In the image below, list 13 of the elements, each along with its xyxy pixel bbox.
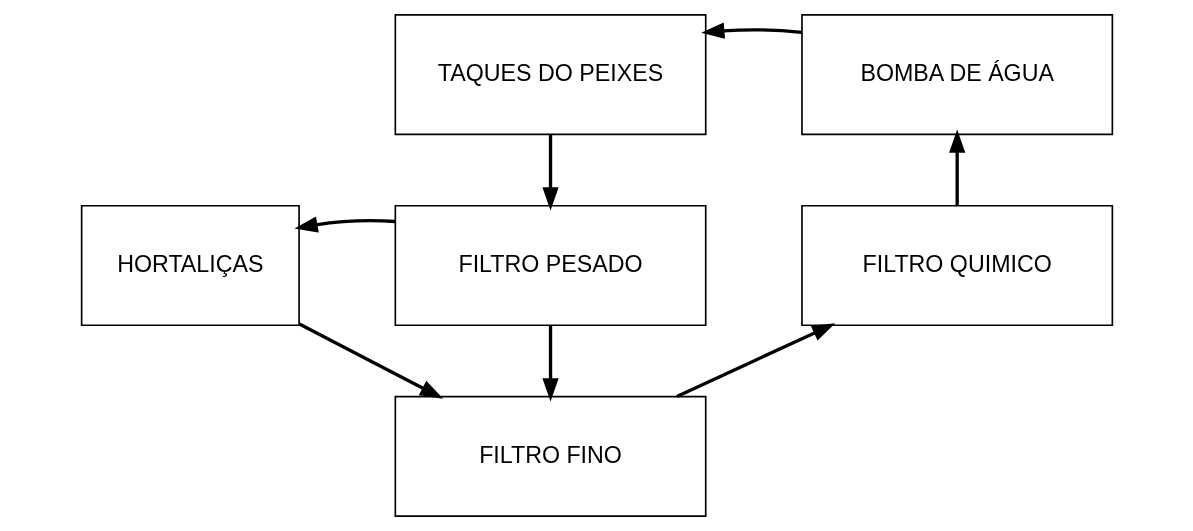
arrow	[700, 22, 802, 39]
arrow	[541, 325, 559, 402]
node-box: FILTRO FINO	[394, 395, 707, 517]
node-box: FILTRO QUIMICO	[800, 204, 1113, 327]
node-box: BOMBA DE ÁGUA	[800, 14, 1113, 136]
node-box: HORTALIÇAS	[80, 204, 300, 327]
arrow	[948, 129, 965, 206]
arrow	[541, 134, 559, 211]
arrow	[675, 323, 835, 398]
arrow	[293, 216, 395, 233]
arrow	[298, 322, 443, 399]
node-box: FILTRO PESADO	[394, 204, 707, 327]
node-box: TAQUES DO PEIXES	[394, 14, 707, 136]
